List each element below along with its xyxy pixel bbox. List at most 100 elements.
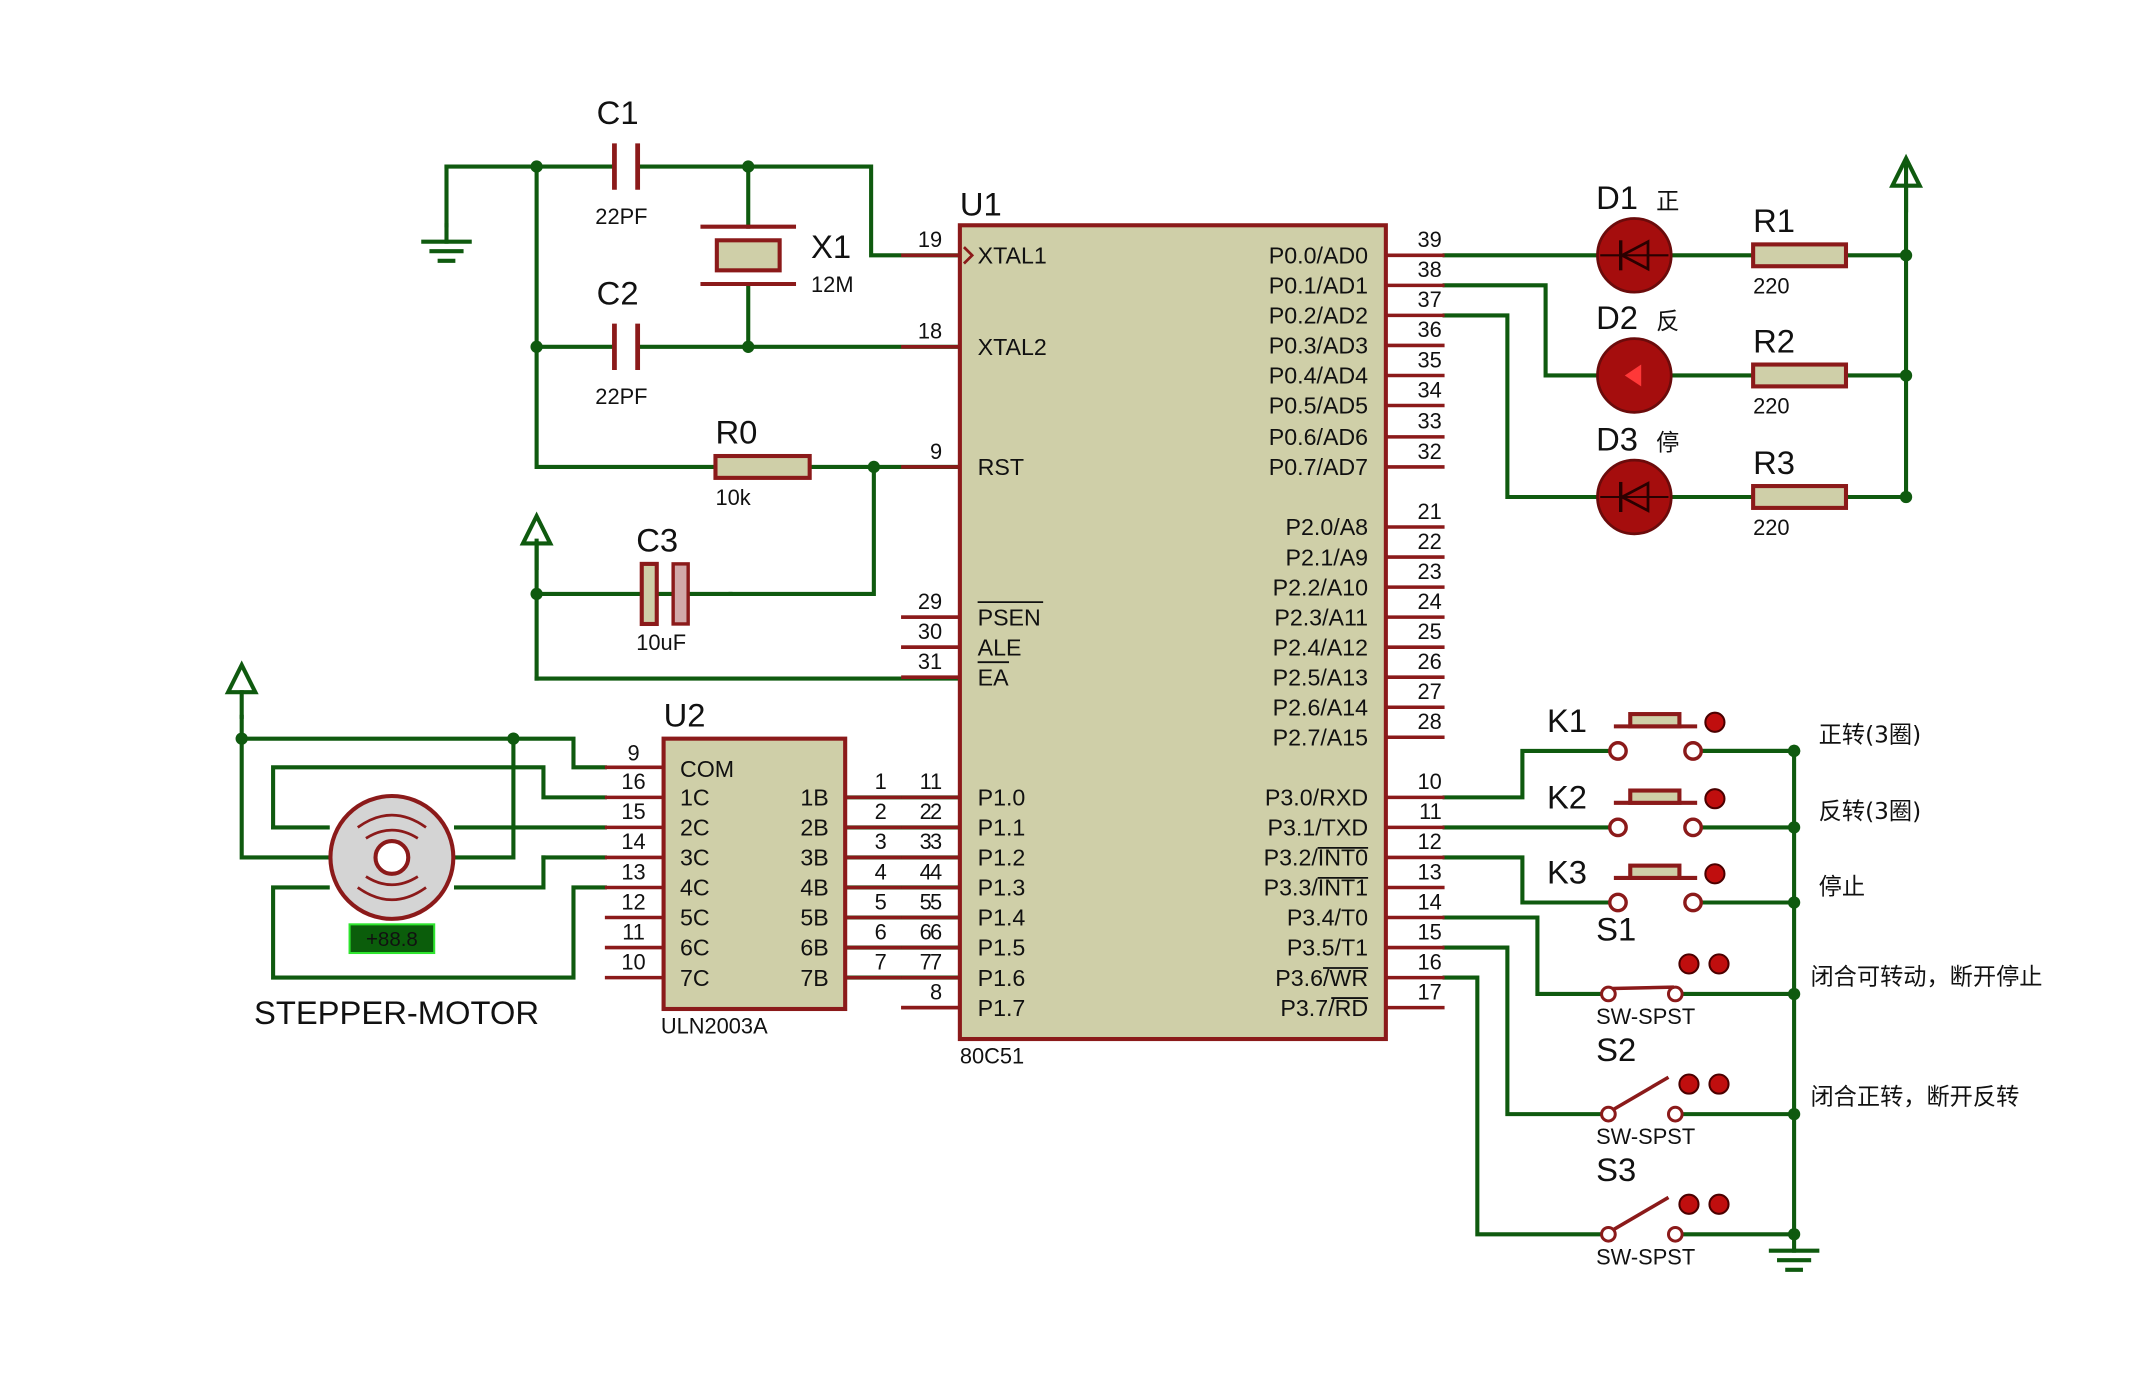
junction-dot xyxy=(1787,821,1801,834)
u1-pin-name: P1.0 xyxy=(978,785,1026,811)
u1-pin-name: P0.3/AD3 xyxy=(1269,333,1368,359)
u1-pin-number: 21 xyxy=(1418,499,1442,524)
u2-pin-name: 2B xyxy=(800,815,828,841)
p32-wire xyxy=(1442,855,1610,905)
u1-pin-number: 7 xyxy=(930,949,942,974)
motor-wire xyxy=(454,736,516,860)
u1-pin-number: 2 xyxy=(930,799,942,824)
junction-dot xyxy=(742,160,755,173)
junction-dot xyxy=(1787,1107,1801,1121)
u1-pin-number: 38 xyxy=(1418,257,1442,282)
u1-pin-number: 4 xyxy=(930,859,942,884)
u1-pin-name: P3.3/INT1 xyxy=(1264,875,1368,901)
u1-pin-number: 34 xyxy=(1418,377,1442,402)
power-arrow xyxy=(224,660,259,695)
motor-wire xyxy=(271,885,607,980)
d2-led-arrow xyxy=(1624,364,1642,387)
motor-speed-display: +88.8 xyxy=(366,928,418,951)
motor-shaft xyxy=(373,839,411,876)
u1-pin-number: 9 xyxy=(930,439,942,464)
u1-pin-name: P0.1/AD1 xyxy=(1269,273,1368,299)
k1-plunger xyxy=(1628,712,1682,729)
u1-pin-name: XTAL2 xyxy=(978,334,1047,360)
s1-state-indicator xyxy=(1678,953,1700,975)
u1-pin-number: 29 xyxy=(918,589,942,614)
k3-plunger xyxy=(1628,863,1682,880)
s3-state-indicator xyxy=(1678,1193,1700,1215)
s1-lever xyxy=(1612,985,1674,991)
u1-pin-name: P3.2/INT0 xyxy=(1264,845,1368,871)
u1-pin-number: 7 xyxy=(920,949,932,974)
u1-pin-number: 4 xyxy=(920,859,932,884)
d3-ref: D3 xyxy=(1596,421,1638,458)
u2-pin-number: 5 xyxy=(875,889,887,914)
c3-value: 10uF xyxy=(636,630,686,655)
u2-pin-number: 1 xyxy=(875,769,887,794)
u1-pin-number: 18 xyxy=(918,319,942,344)
u2-pin-name: 1B xyxy=(800,785,828,811)
u1-pin-name: P1.3 xyxy=(978,875,1026,901)
u1-pin-name: P3.5/T1 xyxy=(1287,935,1368,961)
u1-pin-number: 6 xyxy=(930,919,942,944)
u1-pin-number: 32 xyxy=(1418,439,1442,464)
s2-note: 闭合正转，断开反转 xyxy=(1810,1084,2019,1111)
u1-pin-name: P3.1/TXD xyxy=(1268,815,1369,841)
u2-pin-name: 4B xyxy=(800,875,828,901)
x1-value: 12M xyxy=(811,272,853,297)
junction-dot xyxy=(235,732,248,745)
u1-pin-number: 5 xyxy=(920,889,932,914)
s2-ref: S2 xyxy=(1596,1031,1636,1068)
u1-pin-name: P1.2 xyxy=(978,845,1026,871)
junction-dot xyxy=(1899,490,1913,504)
resistor-body xyxy=(1751,362,1849,389)
u2-pin-name: 3B xyxy=(800,845,828,871)
u1-pin-name: P0.7/AD7 xyxy=(1269,454,1368,480)
u1-pin-name: P3.0/RXD xyxy=(1265,785,1368,811)
c2-value: 22PF xyxy=(595,384,647,409)
u2-pin-number: 4 xyxy=(875,859,887,884)
u1-body xyxy=(957,223,1388,1042)
k2-ref: K2 xyxy=(1547,778,1587,815)
u1-pin-number: 33 xyxy=(1418,409,1442,434)
u1-pin-number: 1 xyxy=(920,769,932,794)
u1-pin-number: 12 xyxy=(1418,829,1442,854)
left-rail-wire xyxy=(534,164,718,469)
junction-dot xyxy=(1787,987,1801,1001)
c3-plate xyxy=(639,561,659,627)
u1-pin-number: 24 xyxy=(1418,589,1442,614)
u1-pin-name: P1.1 xyxy=(978,815,1026,841)
u1-pin-name: P1.5 xyxy=(978,935,1026,961)
p02-wire xyxy=(1442,313,1600,500)
r0-value: 10k xyxy=(715,485,750,510)
u2-pin-number: 10 xyxy=(621,949,645,974)
motor-com-wire xyxy=(239,736,607,770)
u2-pin-number: 2 xyxy=(875,799,887,824)
k1-note: 正转(3圈) xyxy=(1819,722,1921,749)
r1-value: 220 xyxy=(1753,274,1789,299)
u2-pin-number: 15 xyxy=(621,799,645,824)
u1-pin-name: P2.6/A14 xyxy=(1273,694,1369,720)
u1-pin-name: PSEN xyxy=(978,604,1041,630)
junction-dot xyxy=(1787,896,1801,909)
u2-pin-name: 6C xyxy=(680,935,710,961)
s1-ref: S1 xyxy=(1596,911,1636,948)
s2-lever xyxy=(1611,1075,1670,1112)
u1-pin-name: EA xyxy=(978,664,1009,690)
u1-pin-number: 6 xyxy=(920,919,932,944)
u2-pin-number: 6 xyxy=(875,919,887,944)
resistor-body xyxy=(1751,242,1849,269)
u1-pin-name: P3.7/RD xyxy=(1280,995,1368,1021)
junction-dot xyxy=(530,587,543,601)
u1-part-label: 80C51 xyxy=(960,1044,1024,1069)
u1-pin-number: 28 xyxy=(1418,709,1442,734)
u2-pin-number: 9 xyxy=(627,740,639,765)
u1-pin-name: P2.0/A8 xyxy=(1286,514,1369,540)
s1-note: 闭合可转动，断开停止 xyxy=(1810,963,2042,990)
u1-pin-name: P0.0/AD0 xyxy=(1269,243,1368,269)
u1-pin-name: P0.6/AD6 xyxy=(1269,424,1368,450)
u2-pin-name: COM xyxy=(680,756,734,782)
u2-pin-number: 14 xyxy=(621,829,645,854)
d2-note: 反 xyxy=(1656,308,1679,335)
p34-wire xyxy=(1442,915,1603,997)
k3-contact xyxy=(1683,892,1703,913)
